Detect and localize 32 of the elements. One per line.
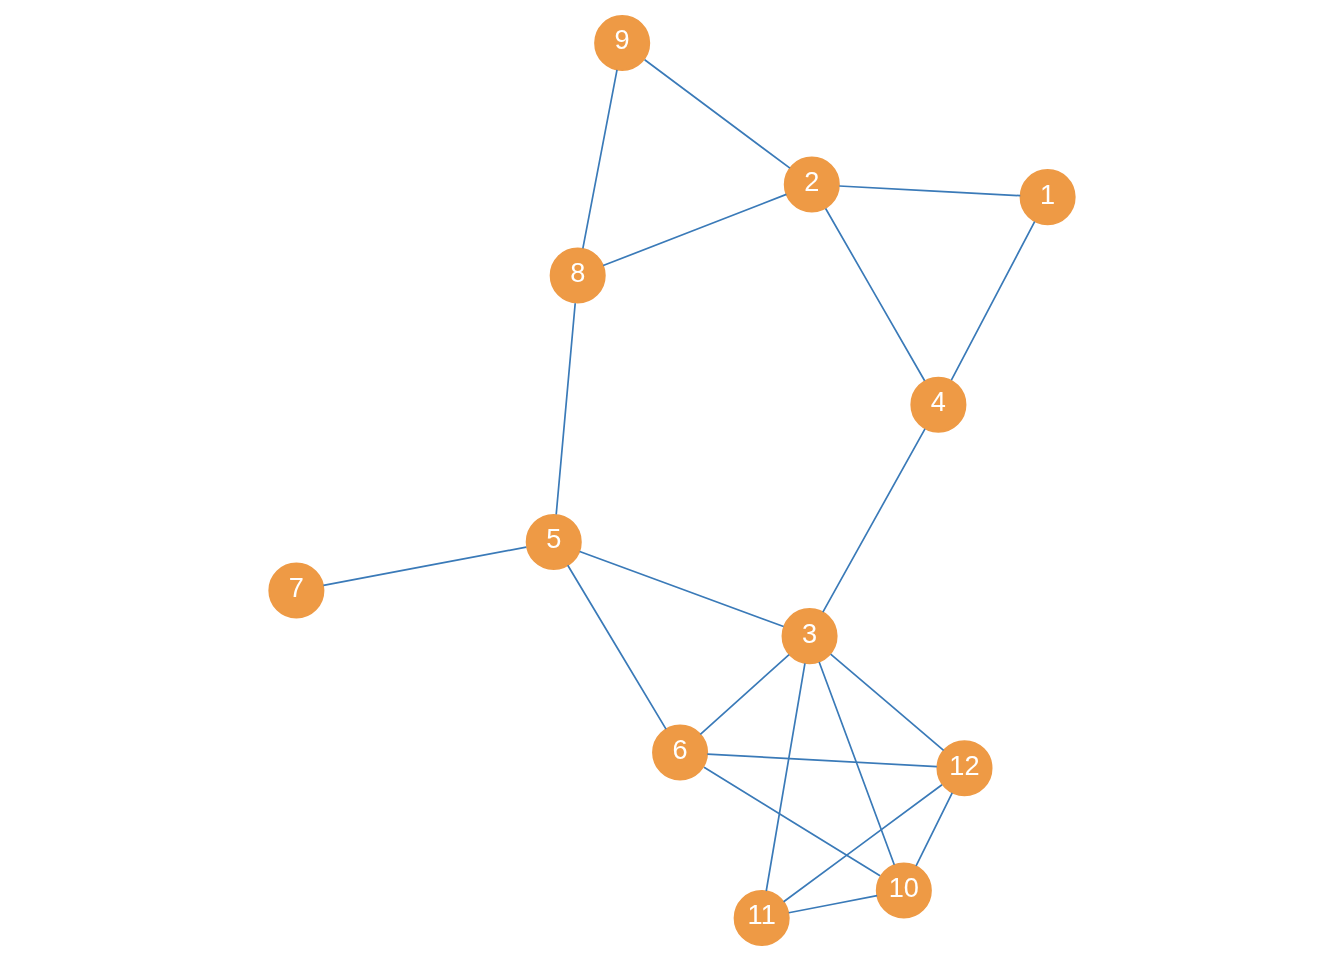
connector [699,653,790,735]
node-circle: 5 [525,513,582,570]
node-circle: 2 [783,156,840,213]
node-circle: 4 [910,376,967,433]
connector [829,652,945,751]
connector [950,220,1036,381]
connector [765,662,806,892]
node-circle: 9 [594,14,651,71]
connector [643,58,791,169]
connector [582,68,618,249]
connector [818,660,896,866]
node-circle: 7 [268,561,325,618]
connector [602,193,788,266]
node-circle: 3 [781,607,838,664]
connector [915,791,954,867]
node-circle: 12 [936,739,993,796]
connector [838,184,1022,196]
node-circle: 8 [549,246,606,303]
connector [706,752,938,767]
node-circle: 6 [652,724,709,781]
connector [822,427,926,613]
connector [566,563,667,730]
connector [555,301,577,515]
connector [578,550,785,627]
connector [322,545,528,586]
node-circle: 1 [1019,168,1076,225]
connector [703,765,881,877]
connector [824,207,926,382]
connector [782,783,943,903]
connector [787,894,878,914]
node-circle: 11 [733,889,790,946]
node-circle: 10 [875,862,932,919]
